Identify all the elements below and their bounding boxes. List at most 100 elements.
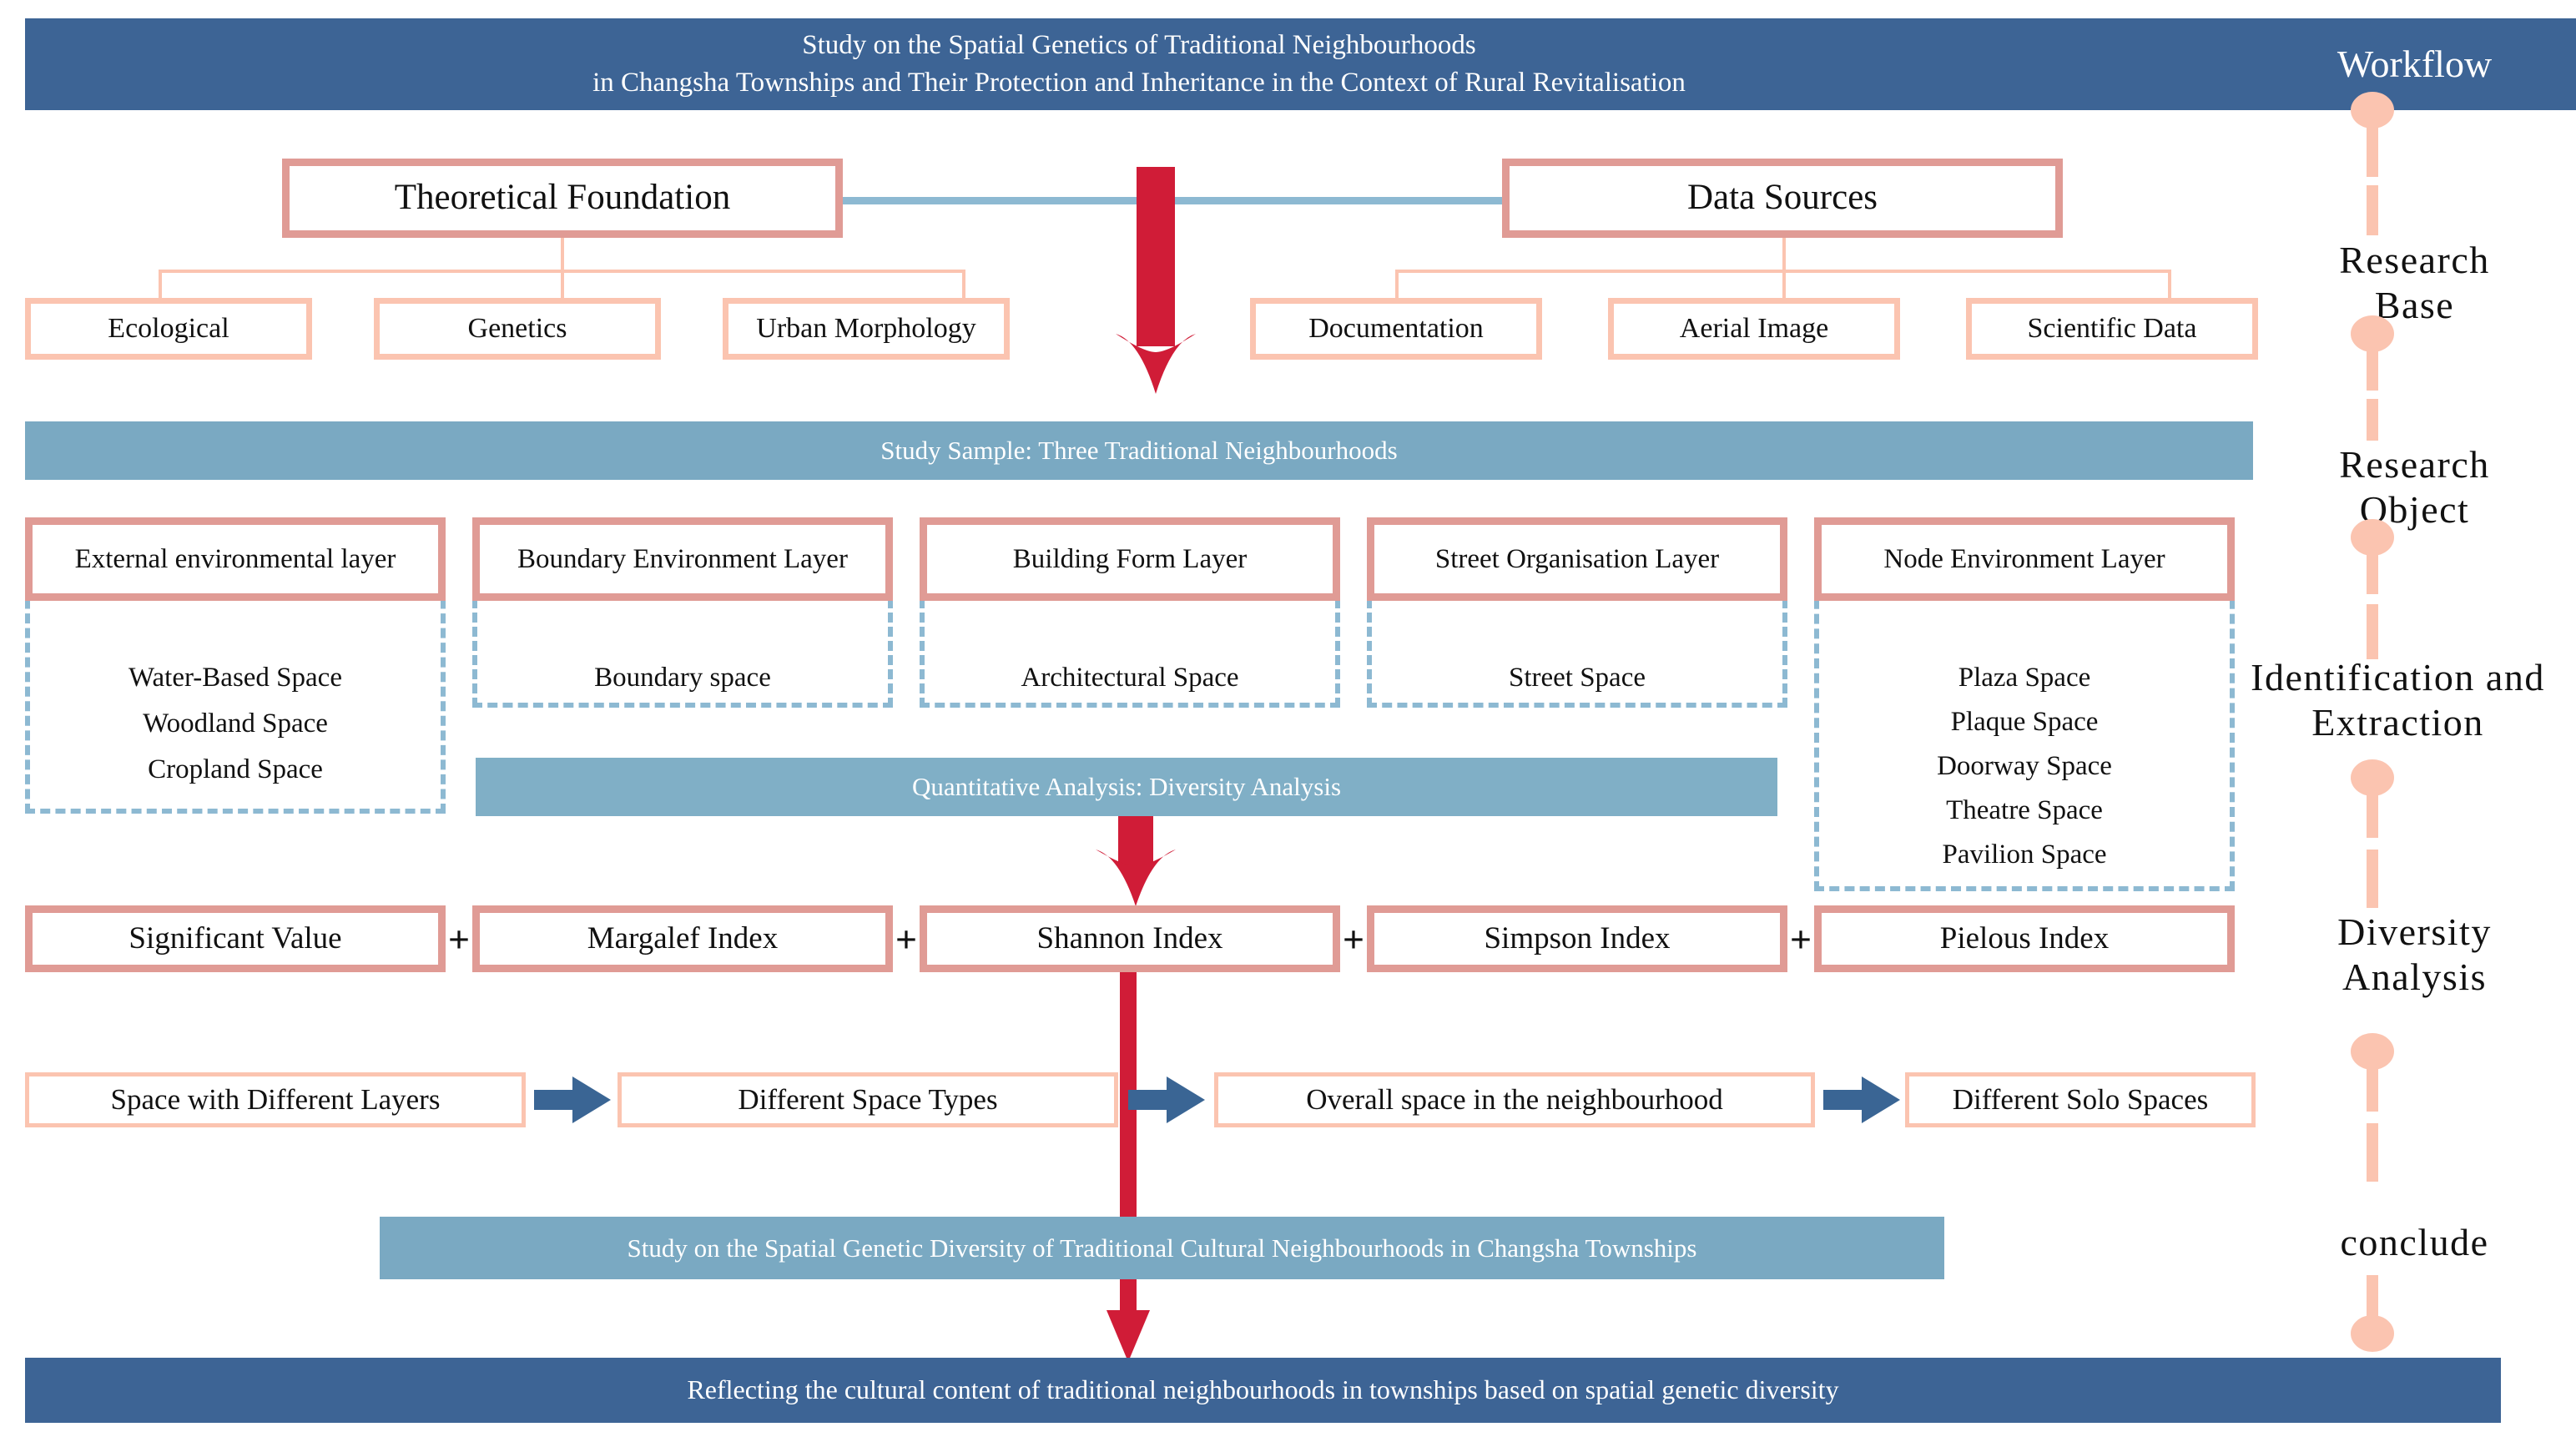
- theoretical-foundation-box[interactable]: Theoretical Foundation: [282, 159, 843, 238]
- layer-item: Theatre Space: [1946, 795, 2103, 825]
- study-sample-bar: Study Sample: Three Traditional Neighbou…: [25, 421, 2253, 480]
- index-label: Pielous Index: [1939, 921, 2110, 956]
- flow-box-different-space-types[interactable]: Different Space Types: [618, 1072, 1118, 1127]
- child-box-aerial-image[interactable]: Aerial Image: [1608, 298, 1900, 360]
- layer-title-box-1[interactable]: Boundary Environment Layer: [472, 517, 893, 601]
- child-box-documentation[interactable]: Documentation: [1250, 298, 1542, 360]
- timeline-segment-8: [2367, 850, 2378, 908]
- timeline-segment-6: [2367, 604, 2378, 659]
- timeline-label-line-1: Diversity: [2337, 910, 2492, 953]
- quantitative-analysis-bar: Quantitative Analysis: Diversity Analysi…: [476, 758, 1777, 816]
- arrow-down-icon: [1107, 1310, 1150, 1362]
- plus-sign: +: [895, 917, 918, 961]
- flow-box-space-with-different-layers[interactable]: Space with Different Layers: [25, 1072, 526, 1127]
- timeline-segment-5: [2367, 539, 2378, 594]
- data-sources-box[interactable]: Data Sources: [1502, 159, 2063, 238]
- red-arrow-1-stem: [1137, 167, 1175, 346]
- layer-item: Plaque Space: [1950, 707, 2099, 737]
- timeline-label-line-2: Object: [2359, 488, 2470, 532]
- child-box-urban-morphology[interactable]: Urban Morphology: [723, 298, 1010, 360]
- layer-title-box-2[interactable]: Building Form Layer: [920, 517, 1340, 601]
- timeline-label-line-2: Analysis: [2342, 955, 2487, 999]
- timeline-segment-7: [2367, 779, 2378, 838]
- right-chevron-arrow-icon: [1128, 1076, 1205, 1123]
- index-box-significant-value[interactable]: Significant Value: [25, 905, 446, 972]
- child-label-scientific-data: Scientific Data: [2027, 313, 2197, 345]
- layer-items-box-4: Plaza Space Plaque Space Doorway Space T…: [1814, 584, 2235, 891]
- flow-arrow-1: [534, 1075, 611, 1125]
- flow-label: Overall space in the neighbourhood: [1306, 1082, 1723, 1116]
- theoretical-foundation-label: Theoretical Foundation: [394, 178, 731, 218]
- layer-title-box-0[interactable]: External environmental layer: [25, 517, 446, 601]
- layer-title-label: External environmental layer: [74, 543, 396, 574]
- layer-item: Pavilion Space: [1942, 840, 2107, 870]
- layer-items-box-2: Architectural Space: [920, 584, 1340, 708]
- conclusion-label: Study on the Spatial Genetic Diversity o…: [627, 1233, 1697, 1263]
- timeline-label-line-1: Research: [2339, 443, 2490, 486]
- data-sources-label: Data Sources: [1686, 178, 1878, 218]
- timeline-label-conclude: conclude: [2253, 1220, 2576, 1265]
- layer-item: Boundary space: [594, 663, 771, 693]
- layer-title-box-4[interactable]: Node Environment Layer: [1814, 517, 2235, 601]
- final-label: Reflecting the cultural content of tradi…: [687, 1374, 1839, 1405]
- timeline-segment-4: [2367, 399, 2378, 441]
- layer-item: Water-Based Space: [129, 663, 342, 693]
- timeline-label-line-1: Identification and: [2251, 656, 2545, 698]
- right-tree-drop-1: [1395, 270, 1399, 299]
- title-line-2: in Changsha Townships and Their Protecti…: [592, 68, 1686, 98]
- timeline-label-line-1: conclude: [2340, 1221, 2489, 1263]
- layer-title-box-3[interactable]: Street Organisation Layer: [1367, 517, 1787, 601]
- child-box-scientific-data[interactable]: Scientific Data: [1966, 298, 2258, 360]
- child-label-ecological: Ecological: [108, 313, 229, 345]
- final-bar: Reflecting the cultural content of tradi…: [25, 1358, 2501, 1423]
- child-label-urban-morphology: Urban Morphology: [756, 313, 976, 345]
- flow-box-different-solo-spaces[interactable]: Different Solo Spaces: [1905, 1072, 2256, 1127]
- red-spine-arrow-head: [1107, 1310, 1150, 1366]
- child-label-documentation: Documentation: [1308, 313, 1484, 345]
- right-tree-drop-2: [1782, 270, 1786, 299]
- index-box-shannon-index[interactable]: Shannon Index: [920, 905, 1340, 972]
- left-tree-drop-2: [561, 270, 564, 299]
- flow-arrow-2: [1128, 1075, 1205, 1125]
- timeline-segment-2: [2367, 185, 2378, 235]
- layer-item: Plaza Space: [1958, 663, 2091, 693]
- right-tree-stem: [1782, 238, 1786, 271]
- index-label: Simpson Index: [1484, 921, 1671, 956]
- layer-items-box-0: Water-Based Space Woodland Space Croplan…: [25, 584, 446, 814]
- layer-title-label: Node Environment Layer: [1883, 543, 2165, 574]
- index-plus-2: +: [893, 905, 920, 972]
- index-box-margalef-index[interactable]: Margalef Index: [472, 905, 893, 972]
- child-label-aerial-image: Aerial Image: [1679, 313, 1829, 345]
- right-tree-drop-3: [2168, 270, 2171, 299]
- layer-item: Architectural Space: [1021, 663, 1239, 693]
- title-banner: Study on the Spatial Genetics of Traditi…: [25, 18, 2253, 110]
- timeline-label-diversity-analysis: Diversity Analysis: [2253, 910, 2576, 1001]
- index-box-pielous-index[interactable]: Pielous Index: [1814, 905, 2235, 972]
- index-plus-1: +: [446, 905, 472, 972]
- left-tree-drop-3: [962, 270, 965, 299]
- timeline-segment-10: [2367, 1123, 2378, 1182]
- index-box-simpson-index[interactable]: Simpson Index: [1367, 905, 1787, 972]
- right-chevron-arrow-icon: [534, 1076, 611, 1123]
- timeline-label-line-1: Research: [2339, 239, 2490, 281]
- study-sample-label: Study Sample: Three Traditional Neighbou…: [880, 436, 1398, 465]
- flow-box-overall-space[interactable]: Overall space in the neighbourhood: [1214, 1072, 1815, 1127]
- left-tree-drop-1: [159, 270, 162, 299]
- quantitative-analysis-label: Quantitative Analysis: Diversity Analysi…: [911, 772, 1342, 801]
- layer-item: Doorway Space: [1937, 751, 2112, 781]
- layer-items-box-3: Street Space: [1367, 584, 1787, 708]
- child-box-ecological[interactable]: Ecological: [25, 298, 312, 360]
- index-label: Shannon Index: [1036, 921, 1223, 956]
- child-box-genetics[interactable]: Genetics: [374, 298, 661, 360]
- layer-title-label: Building Form Layer: [1012, 543, 1248, 574]
- timeline-label-line-2: Extraction: [2311, 701, 2484, 744]
- layer-title-label: Boundary Environment Layer: [517, 543, 848, 574]
- timeline-dot-1: [2351, 92, 2394, 129]
- layer-title-label: Street Organisation Layer: [1434, 543, 1720, 574]
- layer-item: Street Space: [1508, 663, 1646, 693]
- index-plus-3: +: [1340, 905, 1367, 972]
- plus-sign: +: [1342, 917, 1365, 961]
- timeline-segment-9: [2367, 1053, 2378, 1112]
- workflow-banner: Workflow: [2253, 18, 2576, 110]
